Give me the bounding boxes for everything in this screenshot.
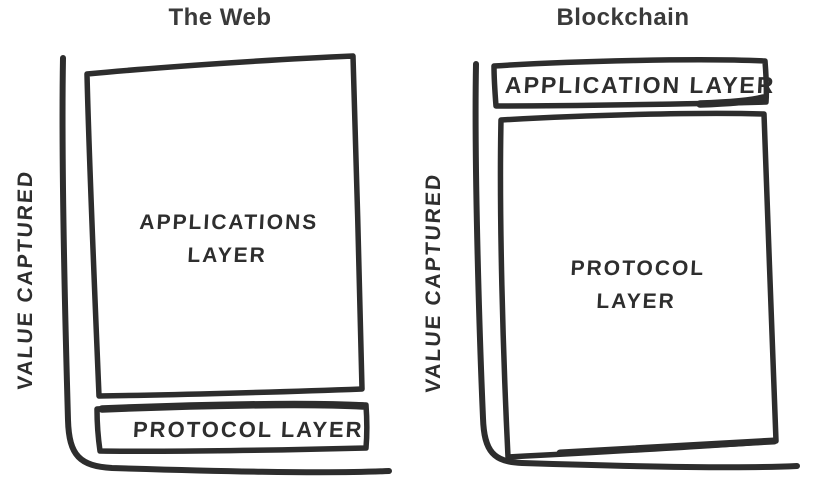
web-axes-line (59, 55, 392, 476)
blockchain-y-axis-label: VALUE CAPTURED (422, 172, 445, 394)
blockchain-axes-line (472, 61, 800, 471)
web-applications-layer-label: APPLICATIONS LAYER (138, 211, 319, 267)
web-applications-box (84, 53, 365, 399)
blockchain-application-layer-label: APPLICATION LAYER (504, 72, 777, 98)
blockchain-application-box-corner-accent (696, 94, 767, 108)
web-y-axis-label: VALUE CAPTURED (14, 169, 37, 391)
panel-title-blockchain: Blockchain (556, 4, 690, 31)
web-protocol-box-top-accent (98, 400, 367, 413)
blockchain-protocol-box-bottom-accent (556, 437, 778, 457)
web-protocol-layer-label: PROTOCOL LAYER (132, 417, 365, 442)
panel-title-the-web: The Web (168, 4, 272, 31)
blockchain-protocol-layer-label: PROTOCOL LAYER (569, 257, 706, 313)
blockchain-application-box (491, 57, 770, 109)
